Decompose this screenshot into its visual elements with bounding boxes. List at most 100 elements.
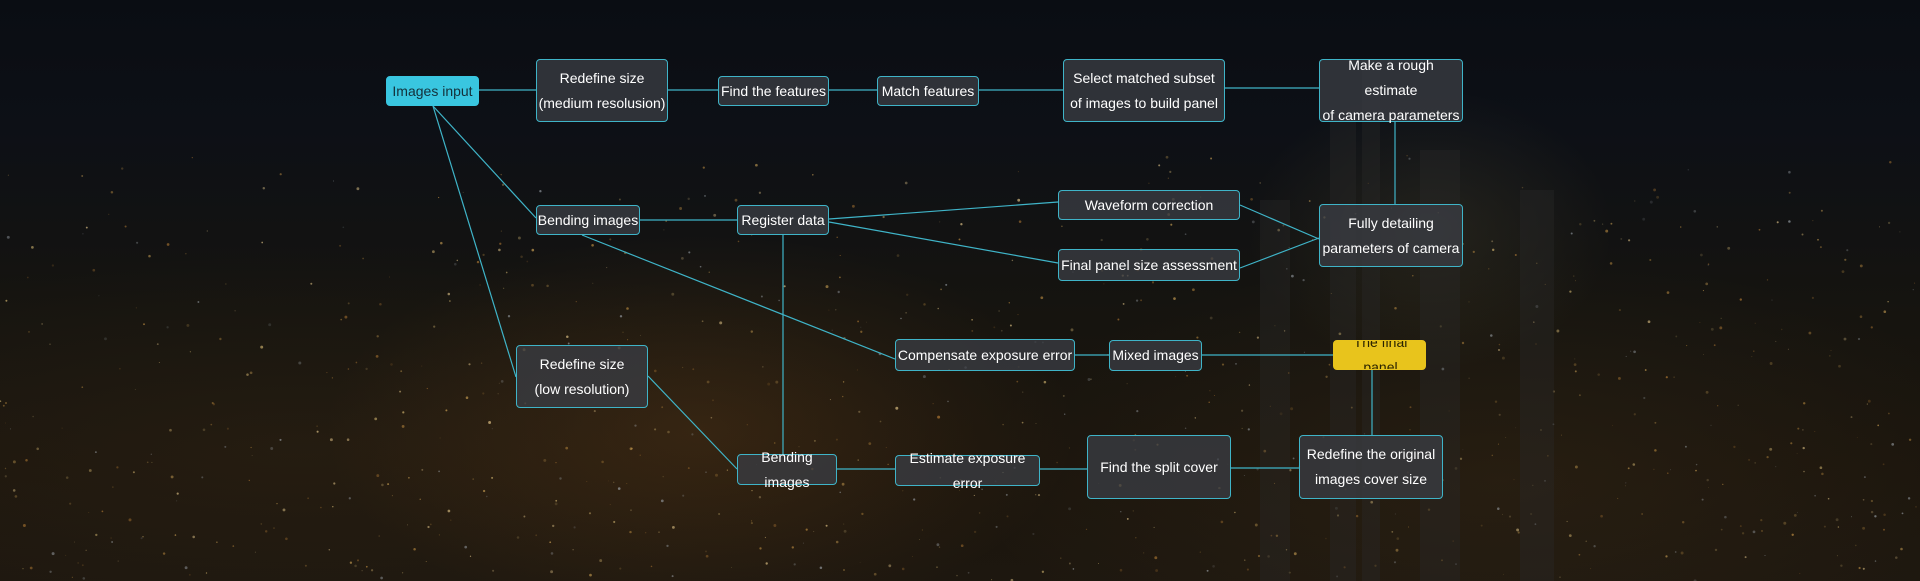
city-light (464, 545, 468, 549)
city-light (1017, 171, 1019, 173)
node-final-panel[interactable]: The final panel (1333, 340, 1426, 370)
node-estimate-exposure-error[interactable]: Estimate exposure error (895, 450, 1040, 491)
node-redefine-size-low[interactable]: Redefine size (low resolution) (516, 345, 648, 408)
city-light (699, 265, 702, 268)
city-light (660, 499, 664, 503)
city-light (191, 157, 193, 159)
city-light (1854, 544, 1857, 547)
city-light (1801, 233, 1804, 236)
city-light (71, 576, 73, 578)
city-light (1158, 164, 1161, 167)
city-light (1256, 336, 1259, 339)
node-mixed-images[interactable]: Mixed images (1109, 340, 1202, 371)
city-light (234, 310, 236, 312)
city-light (219, 337, 222, 341)
city-light (865, 321, 867, 323)
city-light (94, 451, 97, 454)
city-light (1706, 478, 1709, 482)
city-light (1574, 465, 1578, 469)
node-redefine-original-cover-size[interactable]: Redefine the original images cover size (1299, 435, 1443, 499)
city-light (1830, 349, 1832, 351)
city-light (401, 424, 405, 428)
city-light (408, 476, 410, 479)
city-light (479, 284, 481, 286)
city-light (447, 292, 451, 296)
city-light (705, 471, 707, 473)
city-light (645, 532, 647, 534)
city-light (1468, 301, 1470, 303)
city-light (357, 559, 359, 562)
city-light (1184, 370, 1186, 372)
city-light (995, 525, 998, 528)
city-light (1288, 246, 1290, 248)
city-light (1556, 329, 1560, 333)
node-select-matched-subset[interactable]: Select matched subset of images to build… (1063, 59, 1225, 122)
city-light (627, 339, 629, 341)
city-light (413, 548, 416, 551)
city-light (445, 409, 448, 412)
city-light (1653, 188, 1657, 192)
city-light (1412, 275, 1414, 277)
city-light (282, 508, 286, 512)
city-light (552, 524, 555, 528)
city-light (1887, 301, 1889, 303)
city-light (932, 403, 934, 405)
node-find-split-cover[interactable]: Find the split cover (1087, 435, 1231, 499)
city-light (1040, 296, 1044, 300)
city-light (831, 329, 833, 331)
city-light (1628, 239, 1631, 242)
city-light (1302, 278, 1305, 282)
city-light (1674, 551, 1677, 553)
city-light (429, 523, 432, 526)
city-light (629, 447, 633, 451)
node-match-features[interactable]: Match features (877, 76, 979, 106)
city-light (146, 461, 149, 464)
node-bending-images-bottom[interactable]: Bending images (737, 449, 837, 490)
city-light (110, 191, 114, 194)
city-light (1491, 454, 1494, 457)
city-light (701, 320, 704, 323)
city-light (391, 495, 393, 497)
node-waveform-correction[interactable]: Waveform correction (1058, 190, 1240, 220)
city-light (1394, 513, 1396, 515)
city-light (1797, 511, 1799, 513)
city-light (1841, 270, 1845, 273)
city-light (592, 282, 594, 284)
city-light (1914, 282, 1916, 284)
city-light (1568, 534, 1572, 537)
city-light (520, 255, 523, 259)
city-light (310, 282, 313, 285)
city-light (210, 423, 213, 426)
city-light (1259, 182, 1261, 184)
city-light (1441, 367, 1445, 371)
city-light (1643, 396, 1646, 400)
city-light (1817, 238, 1819, 241)
city-light (1494, 400, 1498, 403)
city-light (839, 276, 841, 279)
city-light (936, 566, 938, 568)
city-light (751, 489, 753, 492)
city-light (1355, 514, 1359, 518)
node-bending-images-top[interactable]: Bending images (536, 205, 640, 235)
node-rough-estimate-camera[interactable]: Make a rough estimate of camera paramete… (1319, 57, 1463, 123)
city-light (825, 524, 828, 527)
city-light (687, 197, 690, 201)
city-light (1720, 317, 1722, 320)
node-final-panel-size-assessment[interactable]: Final panel size assessment (1058, 249, 1240, 281)
node-redefine-size-medium[interactable]: Redefine size (medium resolusion) (536, 59, 668, 122)
city-light (1665, 555, 1668, 558)
node-fully-detailing-camera[interactable]: Fully detailing parameters of camera (1319, 204, 1463, 267)
city-light (1649, 200, 1653, 204)
node-find-features[interactable]: Find the features (718, 76, 829, 106)
city-light (1605, 229, 1609, 233)
node-compensate-exposure-error[interactable]: Compensate exposure error (895, 339, 1075, 371)
city-light (1814, 494, 1816, 497)
node-register-data[interactable]: Register data (737, 205, 829, 235)
city-light (174, 534, 177, 536)
city-light (1303, 351, 1305, 353)
city-light (940, 288, 942, 291)
node-images-input[interactable]: Images input (386, 76, 479, 106)
city-light (1569, 290, 1572, 293)
city-light (1907, 497, 1911, 500)
city-light (112, 486, 114, 488)
